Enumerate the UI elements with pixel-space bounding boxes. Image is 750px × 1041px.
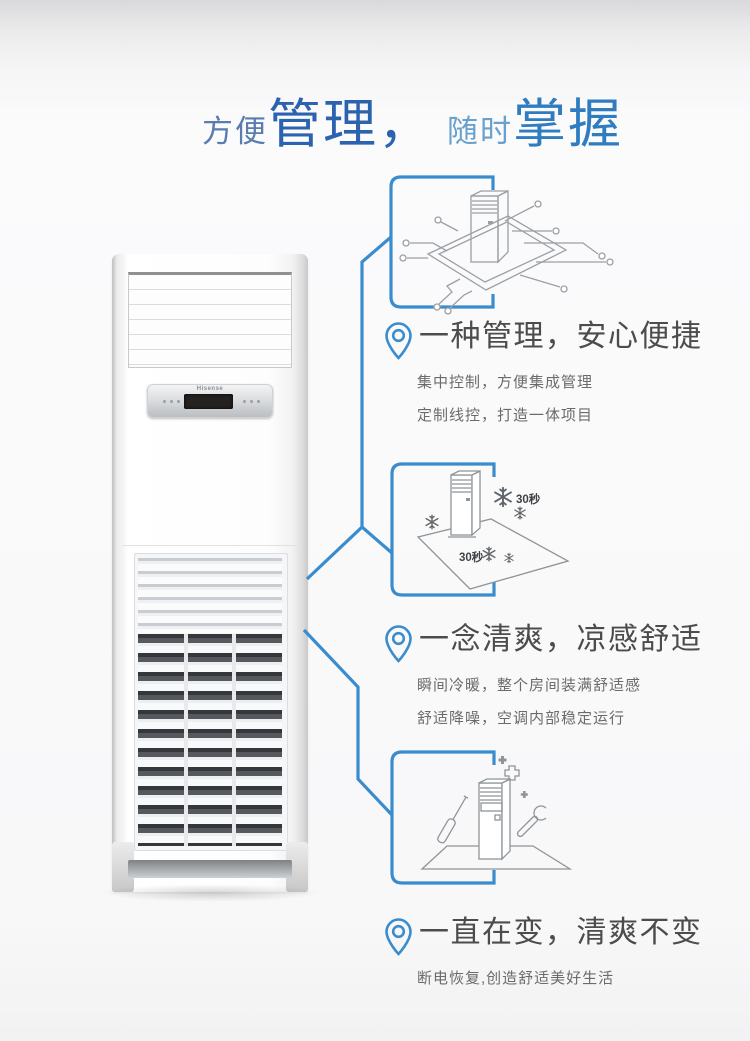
bracket-section-3 xyxy=(390,750,496,885)
section-text-line: 定制线控，打造一体项目 xyxy=(417,406,594,424)
ac-display-screen xyxy=(184,394,233,409)
section-cooling: 一念清爽，凉感舒适 瞬间冷暖，整个房间装满舒适感 舒适降噪，空调内部稳定运行 xyxy=(383,623,723,743)
cooling-timer-label-top: 30秒 xyxy=(516,492,541,506)
title-part-2: 管理， xyxy=(268,95,433,154)
title-part-1: 方便 xyxy=(202,114,268,149)
bracket-section-1 xyxy=(389,175,495,309)
ac-floor-shadow xyxy=(100,884,322,902)
ac-foot-right xyxy=(286,842,308,892)
section-management: 一种管理，安心便捷 集中控制，方便集成管理 定制线控，打造一体项目 xyxy=(383,320,723,440)
ac-foot-left xyxy=(112,842,134,892)
section-heading: 一直在变，清爽不变 xyxy=(419,916,703,949)
ac-control-panel: Hisense xyxy=(147,384,273,418)
ac-grille-lower-slats xyxy=(138,634,282,846)
ac-top-vent xyxy=(128,272,292,368)
ac-base-plinth xyxy=(128,860,292,878)
section-text-line: 瞬间冷暖，整个房间装满舒适感 xyxy=(417,677,642,694)
section-heading: 一种管理，安心便捷 xyxy=(419,320,703,353)
section-text-line: 舒适降噪，空调内部稳定运行 xyxy=(417,709,626,727)
illustration-maintenance xyxy=(420,756,573,870)
ac-panel-seam xyxy=(122,545,298,546)
title-part-4: 掌握 xyxy=(513,95,623,154)
section-text-line: 集中控制，方便集成管理 xyxy=(417,374,594,391)
illustration-central-control xyxy=(399,189,614,315)
ac-grille-upper-slats xyxy=(138,558,282,633)
section-text-line: 断电恢复,创造舒适美好生活 xyxy=(417,970,615,987)
brand-logo: Hisense xyxy=(196,386,224,392)
screwdriver-icon xyxy=(437,795,469,844)
illustration-fast-cooling xyxy=(416,469,570,590)
ac-intake-grille xyxy=(134,553,288,851)
location-pin-icon xyxy=(385,918,412,956)
wrench-icon xyxy=(516,805,549,838)
cooling-timer-label-bottom: 30秒 xyxy=(459,550,484,564)
bracket-section-2 xyxy=(390,462,496,597)
connector-top xyxy=(305,235,394,581)
section-reliability-header: 一直在变，清爽不变 xyxy=(383,916,723,957)
section-heading: 一念清爽，凉感舒适 xyxy=(419,623,703,656)
sparkle-small-1 xyxy=(498,756,507,764)
location-pin-icon xyxy=(385,625,412,663)
ac-panel-buttons-right xyxy=(243,400,246,403)
section-reliability: 一直在变，清爽不变 断电恢复,创造舒适美好生活 xyxy=(383,916,723,1004)
callout-brackets xyxy=(302,175,496,885)
product-image-air-conditioner: Hisense xyxy=(112,254,308,892)
sparkle-small-2 xyxy=(520,791,528,798)
connector-bottom xyxy=(302,628,394,817)
sparkle-large xyxy=(504,765,520,781)
page-title: 方便 管理， 随时 掌握 xyxy=(202,82,623,158)
location-pin-icon xyxy=(385,322,412,360)
section-cooling-header: 一念清爽，凉感舒适 xyxy=(383,623,723,664)
section-management-header: 一种管理，安心便捷 xyxy=(383,320,723,361)
ac-panel-buttons-left xyxy=(163,400,166,403)
title-part-3: 随时 xyxy=(447,114,513,149)
